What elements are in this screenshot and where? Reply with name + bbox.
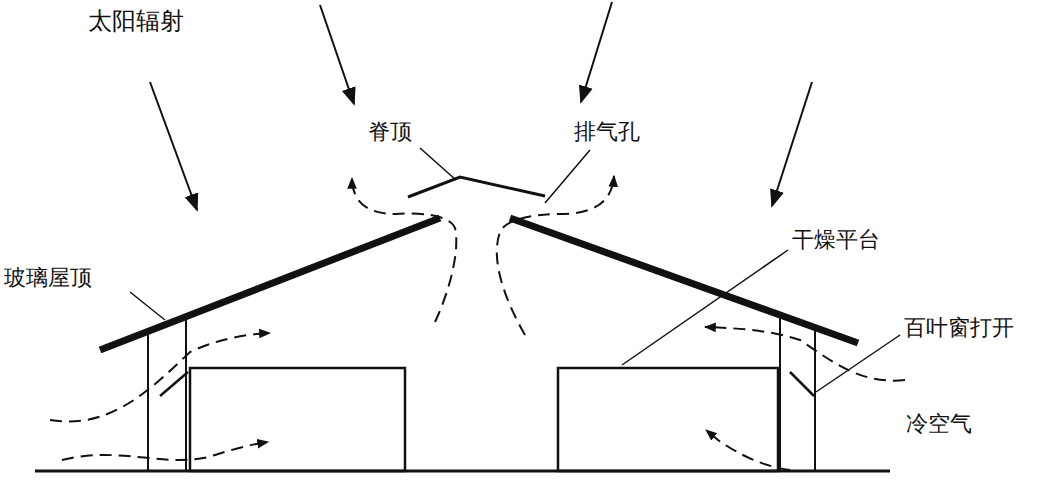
- callout-label: 玻璃屋顶: [4, 266, 92, 290]
- callout-label: 百叶窗打开: [904, 316, 1014, 340]
- solar-rays: [150, 2, 812, 210]
- posts: [148, 318, 815, 471]
- ridge-cap: [408, 177, 545, 197]
- louver: [160, 372, 814, 396]
- callout-label: 排气孔: [574, 120, 640, 144]
- air-flow: [50, 176, 905, 470]
- leader-line: [130, 148, 900, 392]
- drying-platform: [190, 368, 778, 471]
- label-text: 太阳辐射: [88, 8, 184, 34]
- label-text: 冷空气: [906, 412, 972, 436]
- callout-label: 干燥平台: [792, 228, 880, 252]
- callout-label: 脊顶: [368, 120, 412, 144]
